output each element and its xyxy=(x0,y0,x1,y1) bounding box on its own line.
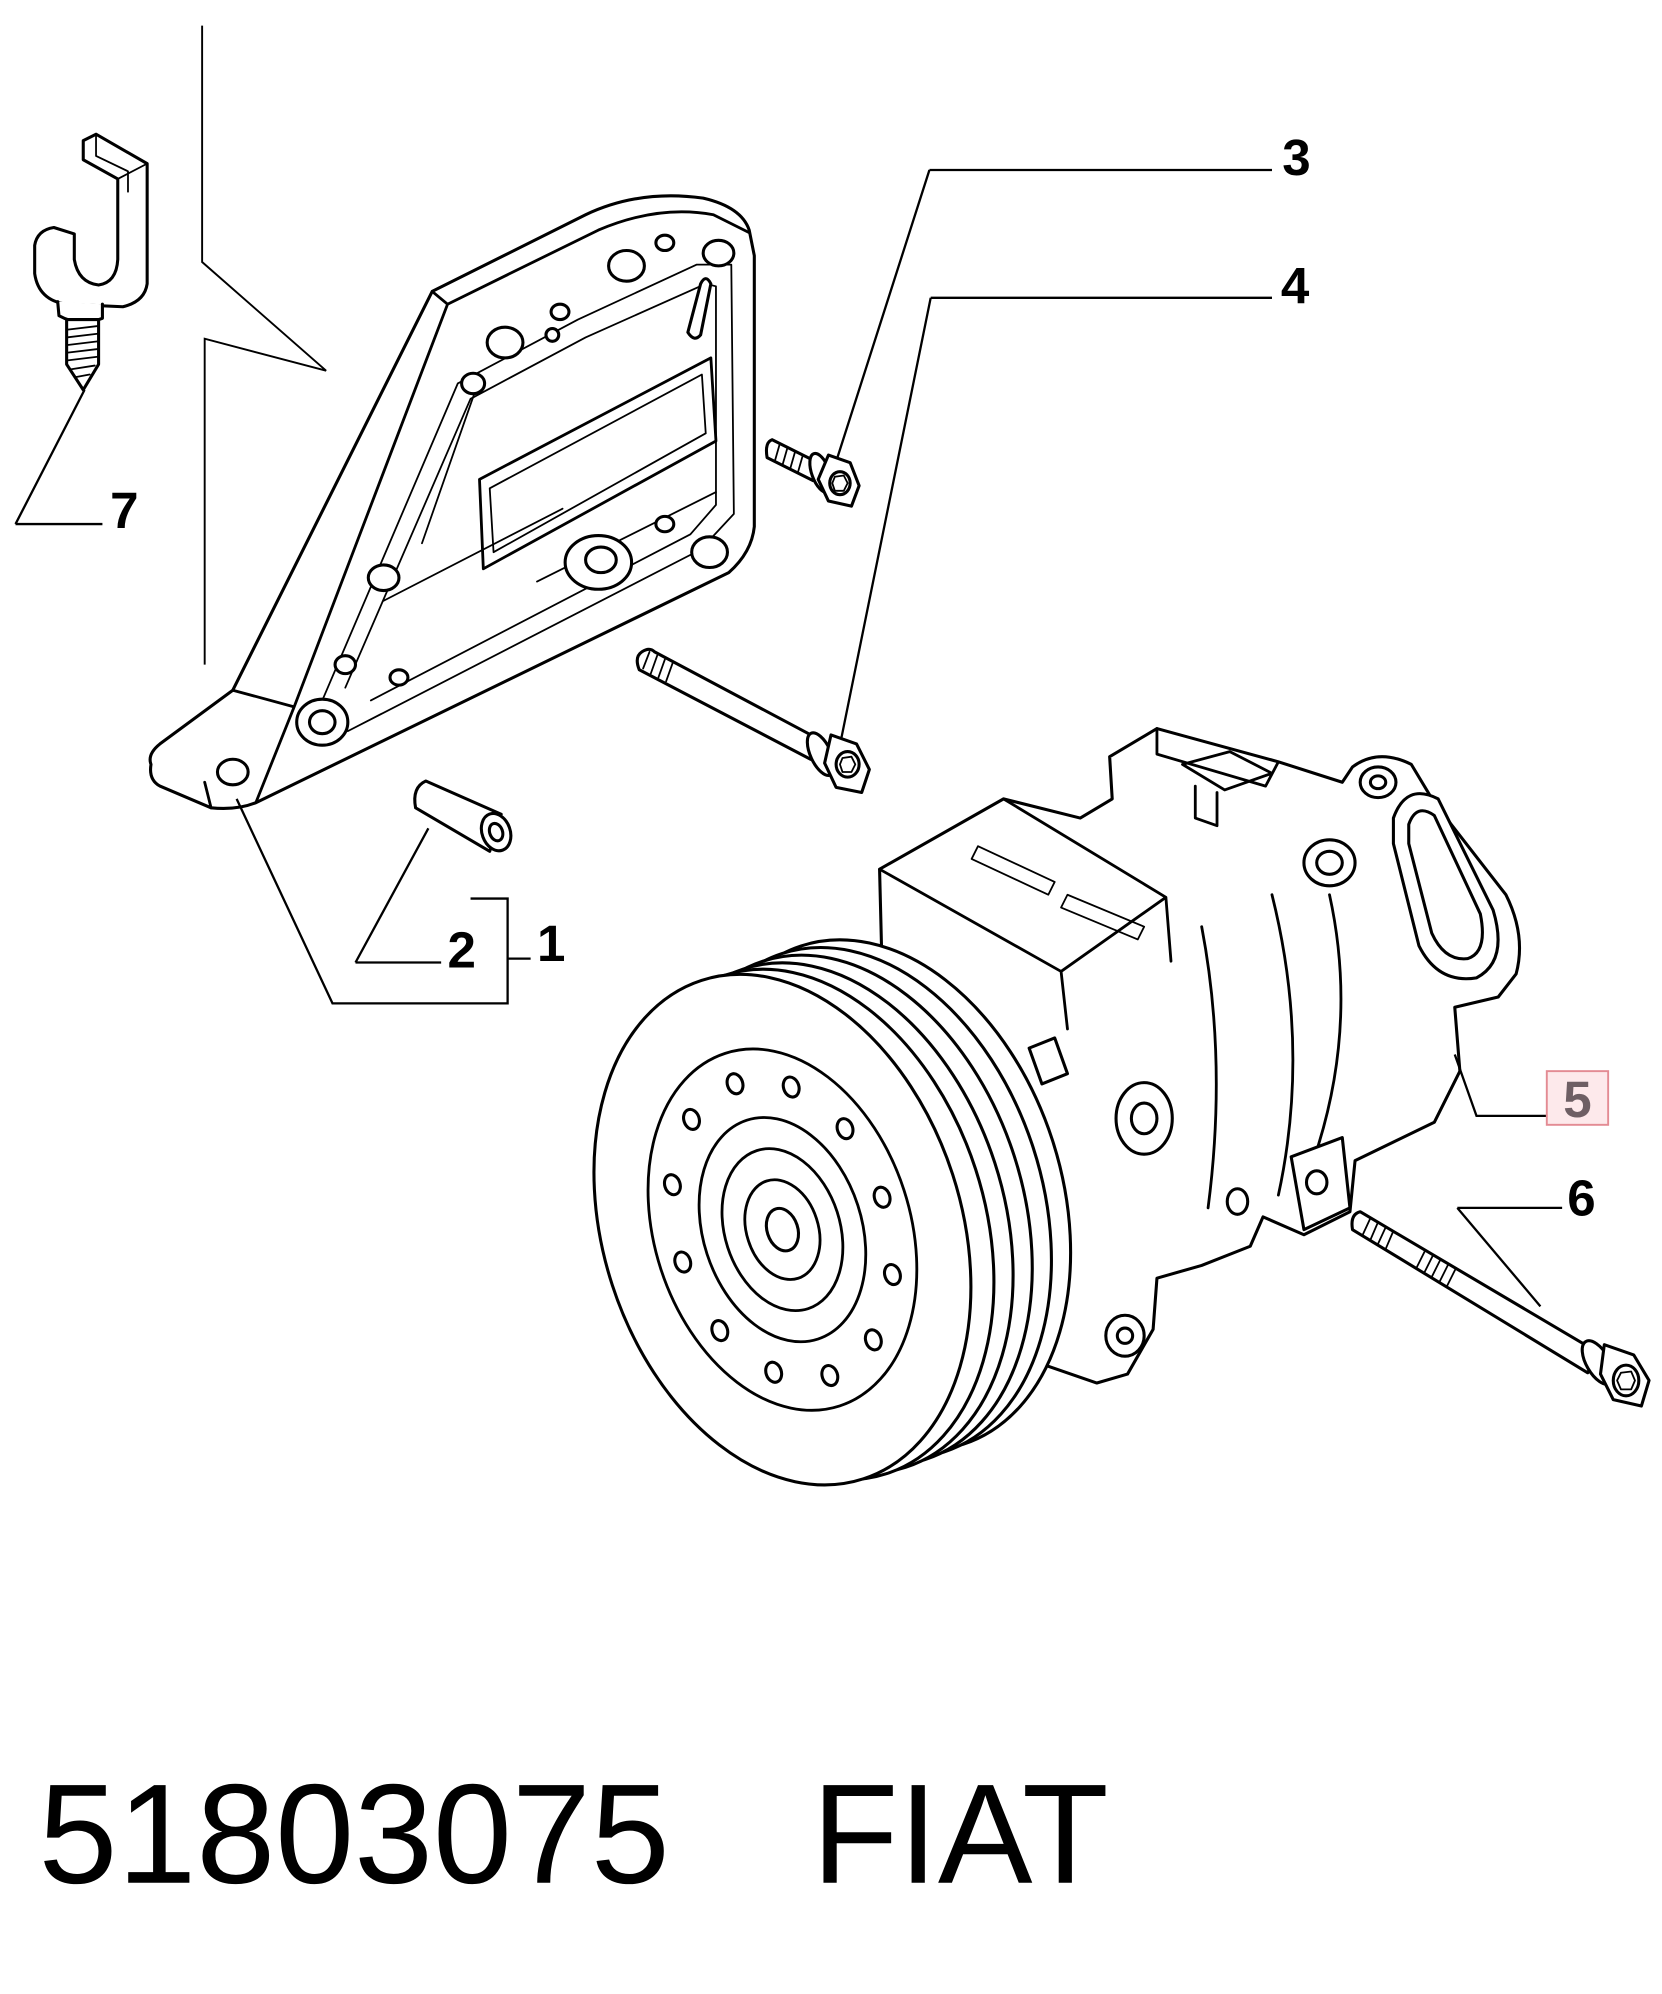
bracket-part-1 xyxy=(148,194,756,810)
leader-line-7 xyxy=(14,389,103,526)
callout-5[interactable]: 5 xyxy=(1563,1071,1591,1128)
callout-5-highlight-box xyxy=(1545,1070,1610,1126)
brand-name: FIAT xyxy=(812,1756,1109,1914)
callout-3[interactable]: 3 xyxy=(1282,129,1310,186)
compressor-part-5 xyxy=(592,727,1522,1487)
part-number: 51803075 xyxy=(39,1756,670,1914)
callout-6[interactable]: 6 xyxy=(1567,1170,1595,1227)
callout-7[interactable]: 7 xyxy=(110,482,138,539)
leader-line-4 xyxy=(840,296,1272,740)
clip-part-7 xyxy=(33,132,149,392)
leader-line-3 xyxy=(836,168,1272,458)
section-cut-line xyxy=(201,25,327,665)
leader-line-2 xyxy=(354,827,442,964)
pulley-hub xyxy=(646,1047,919,1412)
bolt-part-6 xyxy=(1350,1210,1651,1408)
bolt-part-3 xyxy=(764,438,861,508)
callout-1[interactable]: 1 xyxy=(537,915,565,972)
leader-line-6 xyxy=(1456,1206,1563,1308)
spacer-part-2 xyxy=(413,779,513,853)
leader-line-5 xyxy=(1453,1054,1547,1118)
leader-line-1 xyxy=(235,798,531,1005)
bolt-part-4 xyxy=(635,647,871,795)
callout-4[interactable]: 4 xyxy=(1281,257,1310,314)
callout-2[interactable]: 2 xyxy=(448,922,476,979)
